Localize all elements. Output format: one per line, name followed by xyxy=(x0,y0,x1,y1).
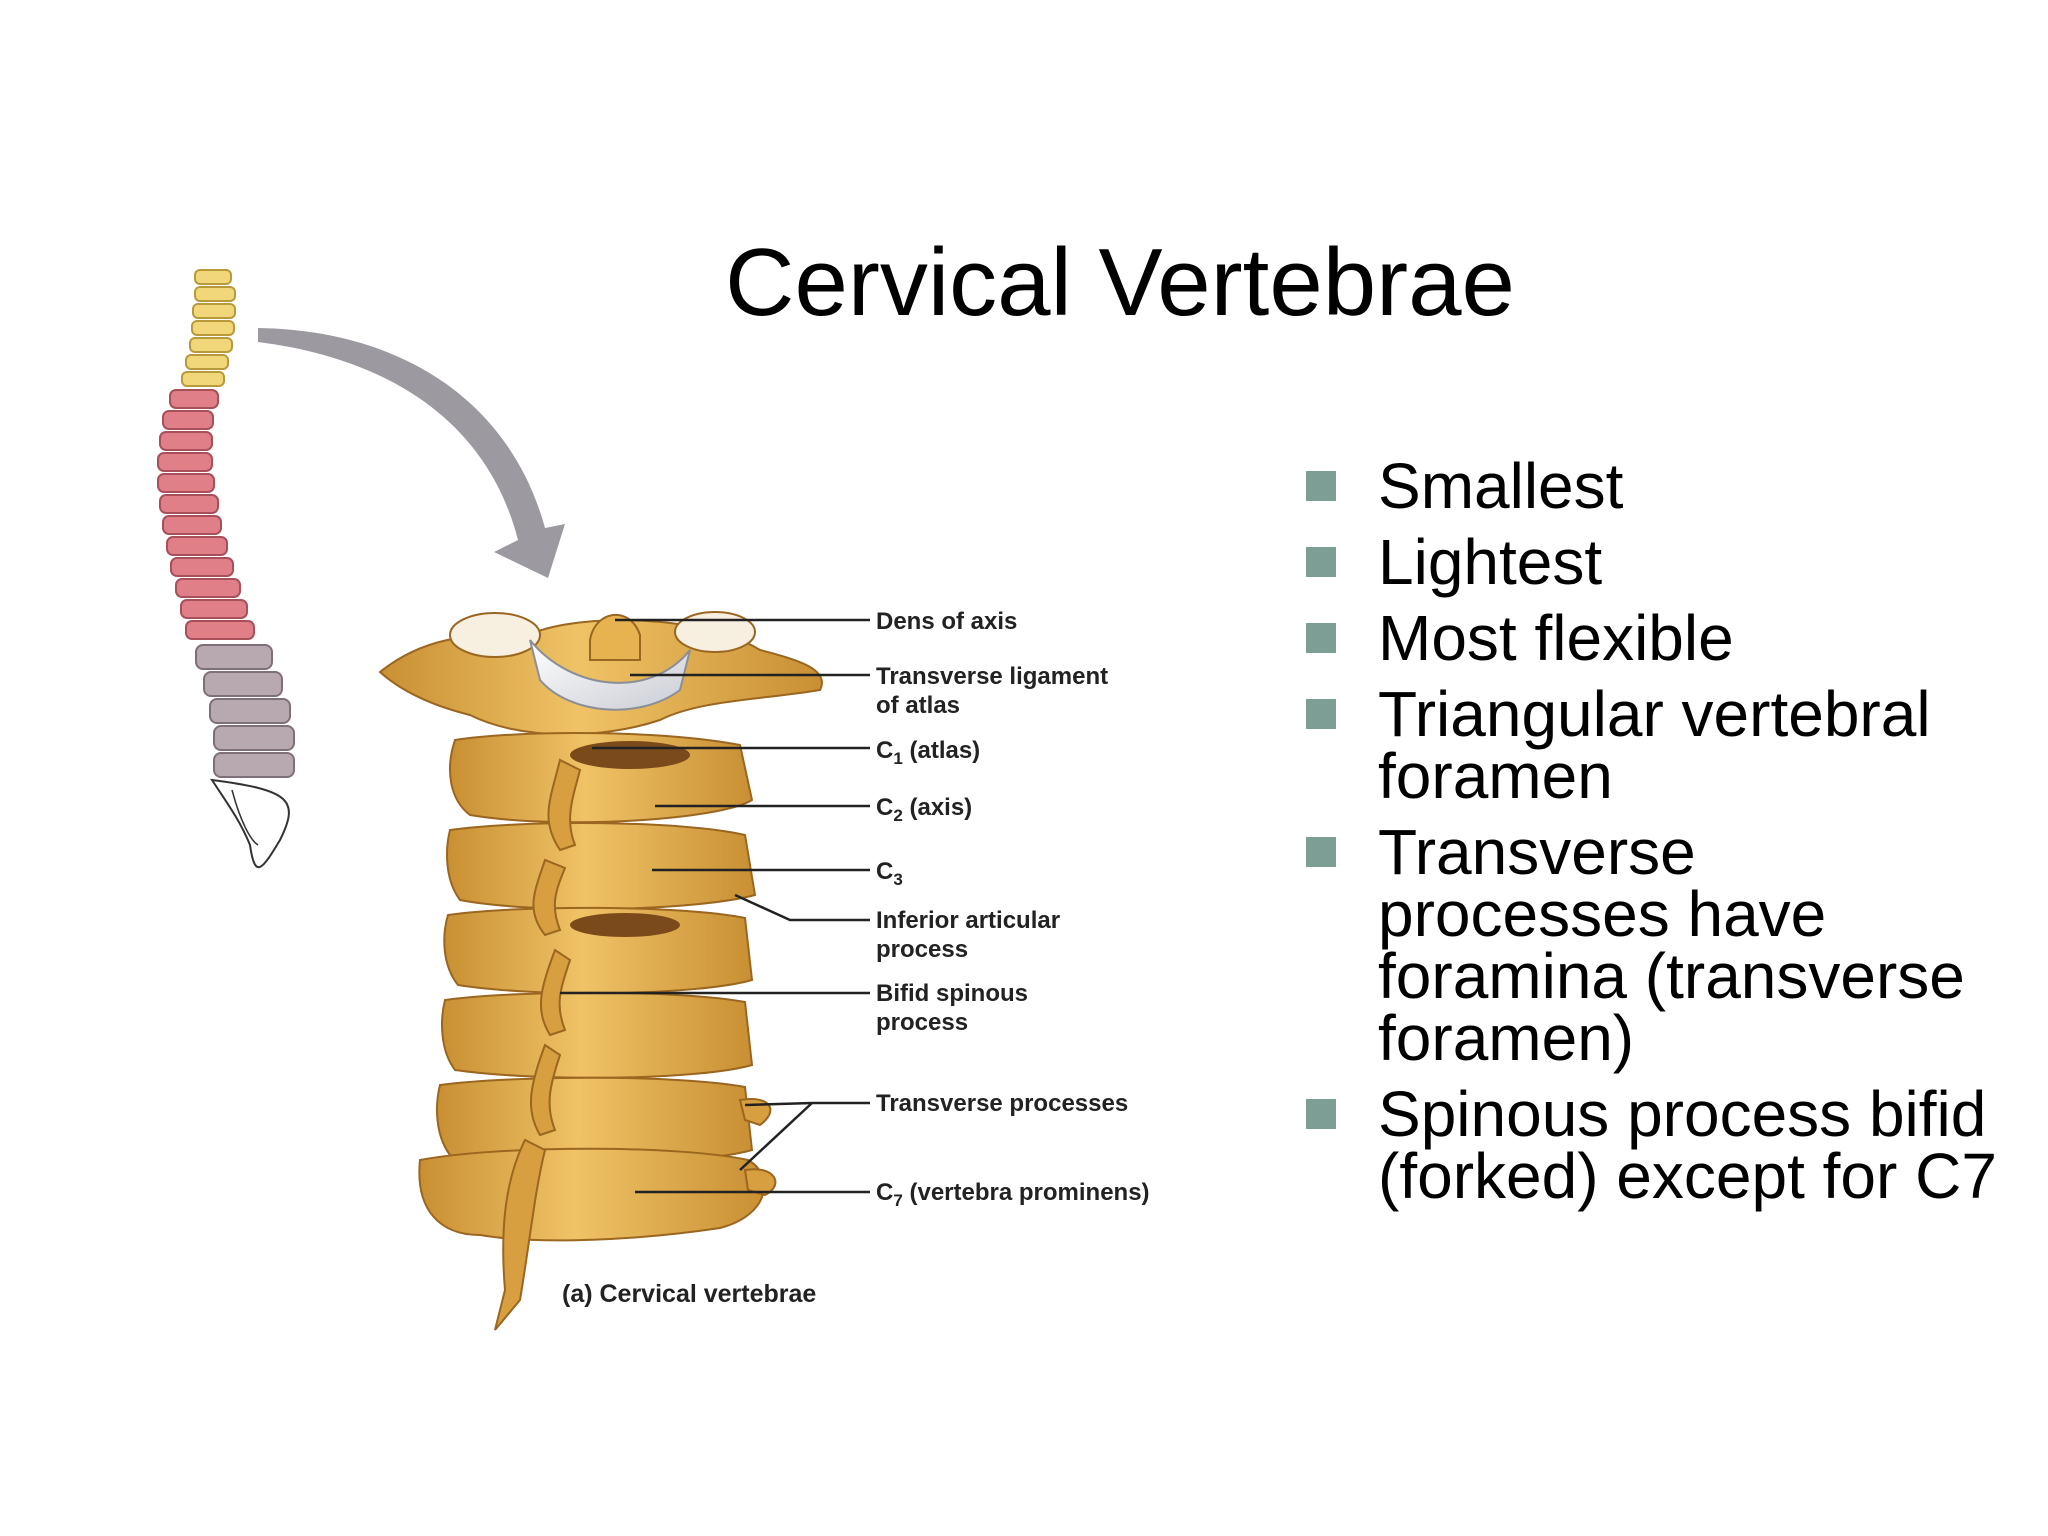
label-c3-letter: C xyxy=(876,858,894,885)
square-bullet-icon xyxy=(1306,547,1336,577)
label-c7-vertebra-prominens: C7 (vertebra prominens) xyxy=(876,1178,1150,1215)
label-c1-subscript: 1 xyxy=(893,748,903,768)
square-bullet-icon xyxy=(1306,623,1336,653)
label-c2-subscript: 2 xyxy=(893,805,903,825)
bullet-text: Smallest xyxy=(1378,450,1624,522)
label-transverse-ligament-line2: of atlas xyxy=(876,692,961,719)
label-transverse-processes: Transverse processes xyxy=(876,1090,1129,1117)
label-c7-letter: C xyxy=(876,1179,894,1206)
bullet-item: Transverse processes have foramina (tran… xyxy=(1300,820,2000,1070)
whole-spine-icon xyxy=(157,269,295,868)
square-bullet-icon xyxy=(1306,471,1336,501)
leader-lines xyxy=(560,618,870,1194)
cervical-column xyxy=(378,611,823,1331)
slide-title: Cervical Vertebrae xyxy=(725,229,1515,336)
figure-caption: (a) Cervical vertebrae xyxy=(562,1280,817,1308)
bullet-item: Lightest xyxy=(1300,530,2000,594)
square-bullet-icon xyxy=(1306,699,1336,729)
label-c7-subscript: 7 xyxy=(893,1190,903,1210)
label-c2-letter: C xyxy=(876,794,894,821)
bullet-item: Spinous process bifid (forked) except fo… xyxy=(1300,1082,2000,1208)
label-c1-atlas: C1 (atlas) xyxy=(876,736,980,773)
bullet-item: Most flexible xyxy=(1300,606,2000,670)
bullet-item: Triangular vertebral foramen xyxy=(1300,682,2000,808)
bullet-list: Smallest Lightest Most flexible Triangul… xyxy=(1300,454,2000,1221)
label-inferior-articular-line2: process xyxy=(876,936,969,963)
curved-arrow-icon xyxy=(258,328,565,578)
bullet-text: Triangular vertebral foramen xyxy=(1378,678,1931,812)
bullet-text: Spinous process bifid (forked) except fo… xyxy=(1378,1078,1997,1212)
bullet-text: Lightest xyxy=(1378,526,1603,598)
bullet-text: Most flexible xyxy=(1378,602,1734,674)
label-bifid-spinous-line1: Bifid spinous xyxy=(876,980,1028,1007)
label-c7-text: (vertebra prominens) xyxy=(902,1179,1150,1206)
label-transverse-ligament-line1: Transverse ligament xyxy=(876,663,1109,690)
label-bifid-spinous-line2: process xyxy=(876,1009,969,1036)
label-c1-letter: C xyxy=(876,737,894,764)
label-dens-of-axis: Dens of axis xyxy=(876,608,1018,635)
bullet-item: Smallest xyxy=(1300,454,2000,518)
label-inferior-articular-line1: Inferior articular xyxy=(876,907,1061,934)
label-c2-axis: C2 (axis) xyxy=(876,793,972,830)
bullet-text: Transverse processes have foramina (tran… xyxy=(1378,816,1965,1074)
square-bullet-icon xyxy=(1306,837,1336,867)
label-c3: C3 xyxy=(876,857,903,894)
square-bullet-icon xyxy=(1306,1099,1336,1129)
label-c1-text: (atlas) xyxy=(902,737,981,764)
label-c2-text: (axis) xyxy=(902,794,973,821)
label-c3-subscript: 3 xyxy=(893,869,903,889)
